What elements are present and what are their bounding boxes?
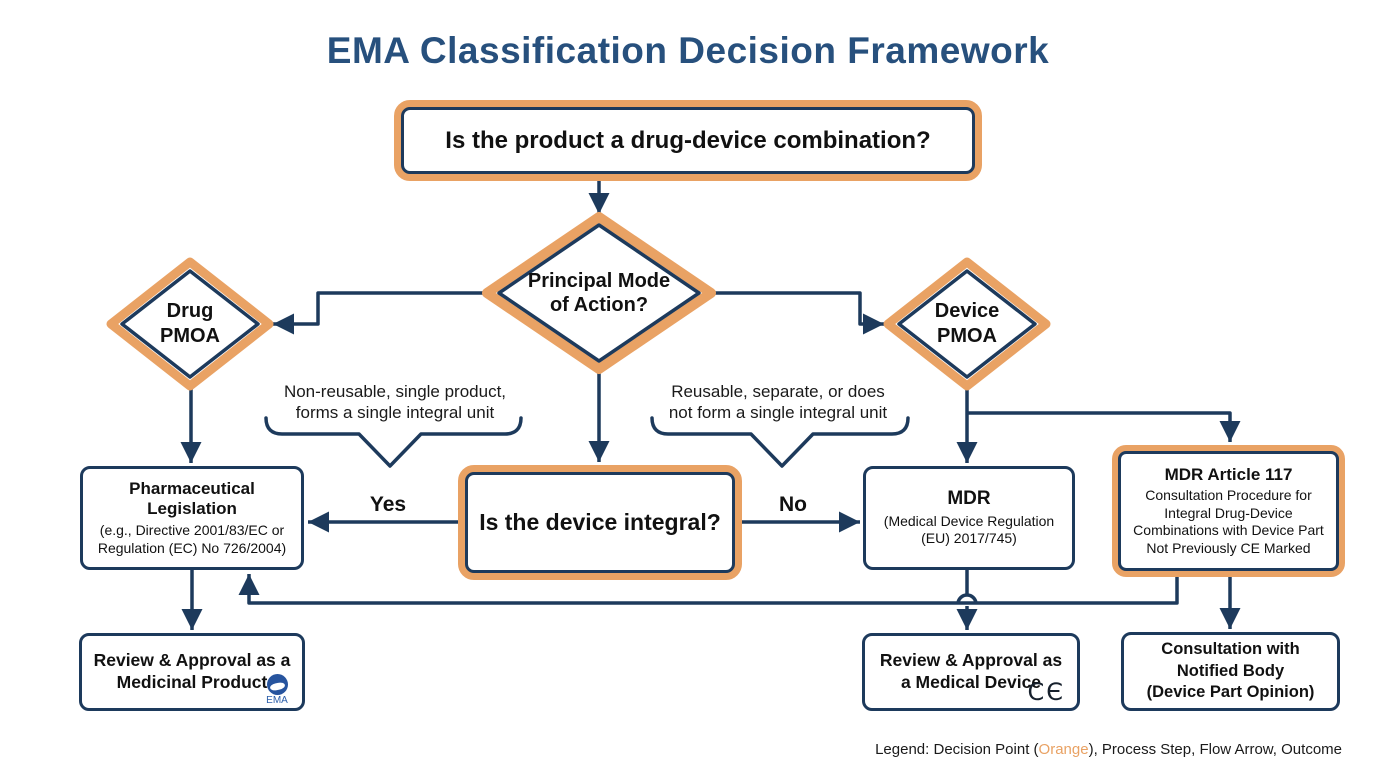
node-notified-body: Consultation with Notified Body (Device …: [1121, 632, 1340, 711]
start-decision-label: Is the product a drug-device combination…: [445, 126, 931, 154]
node-mdr: MDR (Medical Device Regulation (EU) 2017…: [863, 466, 1075, 570]
legend-orange-word: Orange: [1038, 741, 1089, 758]
brace-left: [264, 416, 523, 468]
brace-right: [650, 416, 910, 468]
legend-suffix: ), Process Step, Flow Arrow, Outcome: [1088, 741, 1342, 758]
notified-body-label: Consultation with Notified Body (Device …: [1146, 640, 1315, 702]
integral-decision-label: Is the device integral?: [479, 509, 721, 535]
non-integral-condition-note: Reusable, separate, or does not form a s…: [668, 382, 888, 423]
ema-logo-circle: [266, 674, 288, 695]
device-pmoa-diamond: [883, 257, 1051, 391]
pmoa-diamond: [482, 212, 716, 374]
edge-pmoa-to-drug: [273, 291, 487, 335]
legend-prefix: Legend: Decision Point (: [875, 741, 1039, 758]
edge-hop-arc: [956, 593, 978, 605]
edge-device-to-article117: [967, 411, 1241, 442]
ce-mark-icon: CЄ: [1027, 678, 1065, 706]
pharma-legislation-subtitle: (e.g., Directive 2001/83/EC or Regulatio…: [97, 522, 287, 556]
mdr-title: MDR: [947, 488, 991, 510]
review-medicinal-label: Review & Approval as a Medicinal Product: [93, 650, 291, 692]
node-start-decision: Is the product a drug-device combination…: [394, 100, 982, 181]
review-device-label: Review & Approval as a Medical Device: [879, 650, 1063, 692]
drug-pmoa-label: Drug PMOA: [160, 300, 220, 347]
node-review-medicinal: Review & Approval as a Medicinal Product…: [79, 633, 305, 711]
no-label: No: [779, 493, 807, 516]
edge-pmoa-to-device: [711, 291, 884, 335]
edge-article117-to-pharma: [238, 574, 1179, 605]
integral-condition-note: Non-reusable, single product, forms a si…: [283, 382, 507, 423]
mdr-subtitle: (Medical Device Regulation (EU) 2017/745…: [883, 512, 1055, 547]
drug-pmoa-diamond: [106, 257, 274, 391]
pmoa-diamond-label: Principal Mode of Action?: [527, 270, 671, 316]
node-mdr-article-117: MDR Article 117 Consultation Procedure f…: [1112, 445, 1345, 577]
article117-title: MDR Article 117: [1164, 464, 1293, 484]
page-title: EMA Classification Decision Framework: [326, 30, 1050, 71]
node-review-medical-device: Review & Approval as a Medical Device CЄ: [862, 633, 1080, 711]
device-pmoa-label: Device PMOA: [934, 300, 1000, 347]
legend: Legend: Decision Point (Orange), Process…: [875, 741, 1342, 758]
yes-label: Yes: [369, 493, 407, 516]
node-integral-decision: Is the device integral?: [458, 465, 742, 580]
node-pharma-legislation: Pharmaceutical Legislation (e.g., Direct…: [80, 466, 304, 570]
ema-logo-icon: EMA: [260, 674, 294, 706]
pharma-legislation-title: Pharmaceutical Legislation: [129, 478, 255, 518]
ema-logo-text: EMA: [266, 695, 288, 706]
article117-body: Consultation Procedure for Integral Drug…: [1133, 487, 1324, 556]
